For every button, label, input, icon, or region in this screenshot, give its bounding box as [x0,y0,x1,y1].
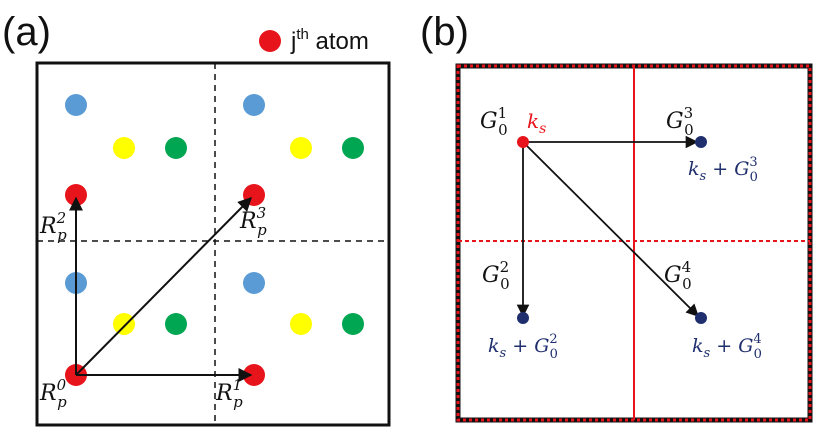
lattice-point [517,312,529,324]
atom-green [165,137,187,159]
vector-g4 [522,141,699,317]
label-ks: ks [527,109,546,137]
legend-atom-dot [259,30,281,52]
atom-blue [243,272,265,294]
panel-a-label: (a) [2,10,51,54]
panel-b-label: (b) [420,10,469,54]
atom-green [342,313,364,335]
atom-yellow [290,313,312,335]
atom-green [165,313,187,335]
atom-blue [65,94,87,116]
atom-yellow [290,137,312,159]
lattice-point [695,312,707,324]
atom-yellow [113,313,135,335]
atom-green [342,137,364,159]
ks-origin-point [517,136,529,148]
unit-cell-frame [35,61,391,427]
vector-r3 [75,197,252,376]
legend: jth atom [259,26,369,55]
atom-yellow [113,137,135,159]
legend-label: jth atom [290,26,369,55]
atom-blue [243,94,265,116]
lattice-point [695,136,707,148]
